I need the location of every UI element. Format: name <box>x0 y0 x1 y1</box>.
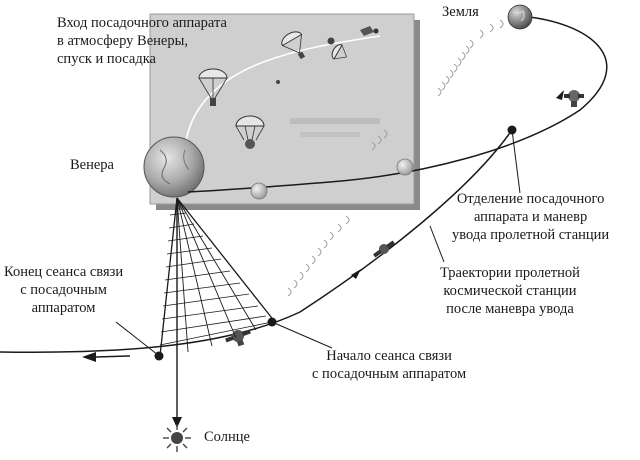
sun-label: Солнце <box>204 429 250 445</box>
session-end-label: Конец сеанса связи с посадочным аппарато… <box>4 264 124 316</box>
trajectory-arrow-icon <box>556 90 564 100</box>
spacecraft-2-icon <box>373 240 395 258</box>
diverted-trajectory <box>0 129 513 353</box>
earth-planet-icon <box>507 4 533 30</box>
descent-trajectory <box>184 35 381 149</box>
sun-icon <box>163 424 191 452</box>
spacecraft-3-icon <box>225 329 251 347</box>
venus-planet-icon <box>143 136 205 198</box>
radio-signal-waves <box>287 19 504 297</box>
session-start-label: Начало сеанса связи с посадочным аппарат… <box>312 348 467 382</box>
lander-capsule-icon <box>276 26 379 84</box>
end-arrow-icon <box>82 352 96 362</box>
probe-ball-1 <box>396 158 414 176</box>
flyby-trajectory <box>187 15 608 193</box>
lander-on-surface-icon <box>235 115 265 149</box>
sun-arrow-icon <box>172 417 182 428</box>
communication-cone <box>159 197 276 357</box>
separation-label: Отделение посадочного аппарата и маневр … <box>452 191 610 243</box>
probe-ball-2 <box>250 182 268 200</box>
entry-descent-label: Вход посадочного аппарата в атмосферу Ве… <box>57 15 227 67</box>
earth-label: Земля <box>442 4 479 20</box>
diverted-arrow-icon <box>351 269 361 279</box>
parachute-2-icon <box>281 31 306 60</box>
venus-label: Венера <box>70 157 114 173</box>
trajectories-label: Траектории пролетной космической станции… <box>440 265 580 317</box>
parachute-1-icon <box>198 68 228 106</box>
spacecraft-1-icon <box>564 90 584 107</box>
parachute-3-icon <box>331 44 347 60</box>
